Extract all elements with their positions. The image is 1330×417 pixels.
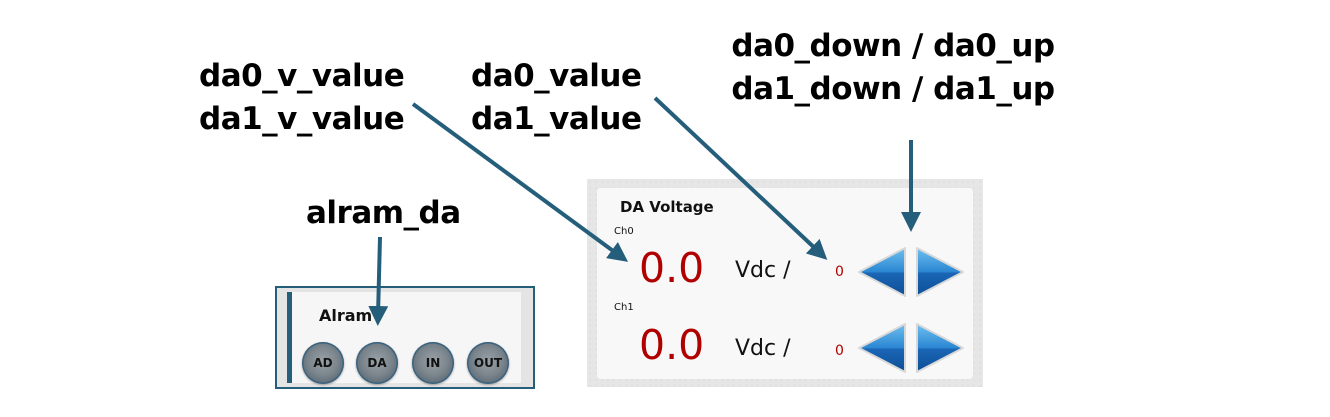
annotation-da0-buttons: da0_down / da0_up — [731, 28, 1055, 64]
da0-up-button[interactable] — [913, 246, 965, 298]
left-arrow-icon — [858, 323, 906, 373]
alarm-panel: Alram AD DA IN OUT — [275, 286, 535, 389]
alarm-ad-indicator[interactable]: AD — [302, 342, 344, 384]
alarm-panel-accent-bar — [287, 292, 292, 383]
annotation-da1-buttons: da1_down / da1_up — [731, 71, 1055, 107]
annotation-da1-value: da1_value — [471, 101, 642, 137]
right-arrow-icon — [916, 323, 964, 373]
da0-unit-label: Vdc / — [735, 258, 791, 283]
alarm-da-indicator[interactable]: DA — [356, 342, 398, 384]
da0-down-button[interactable] — [857, 246, 909, 298]
alarm-panel-title: Alram — [319, 306, 373, 325]
alarm-out-indicator[interactable]: OUT — [467, 342, 509, 384]
da1-unit-label: Vdc / — [735, 336, 791, 361]
alarm-in-indicator[interactable]: IN — [412, 342, 454, 384]
annotation-v-value: da0_v_value da1_v_value — [199, 55, 405, 141]
da1-down-button[interactable] — [857, 322, 909, 374]
alarm-panel-body: Alram AD DA IN OUT — [287, 292, 521, 384]
left-arrow-icon — [858, 247, 906, 297]
da-voltage-panel: DA Voltage Ch0 0.0 Vdc / 0 Ch1 0.0 Vdc /… — [587, 179, 983, 387]
da1-up-button[interactable] — [913, 322, 965, 374]
annotation-da1-v-value: da1_v_value — [199, 101, 405, 137]
da0-voltage-value: 0.0 — [639, 244, 705, 292]
annotation-da0-v-value: da0_v_value — [199, 58, 405, 94]
right-arrow-icon — [916, 247, 964, 297]
da-voltage-title: DA Voltage — [620, 198, 714, 216]
annotation-da0-value: da0_value — [471, 58, 642, 94]
annotation-alarm-da: alram_da — [306, 195, 461, 231]
annotation-buttons: da0_down / da0_up da1_down / da1_up — [718, 25, 1068, 111]
annotation-value: da0_value da1_value — [471, 55, 642, 141]
ch1-label: Ch1 — [614, 302, 634, 313]
da0-raw-value: 0 — [835, 264, 844, 280]
da1-raw-value: 0 — [835, 343, 844, 359]
da-voltage-panel-body: DA Voltage Ch0 0.0 Vdc / 0 Ch1 0.0 Vdc /… — [597, 188, 973, 379]
ch0-label: Ch0 — [614, 226, 634, 237]
da1-voltage-value: 0.0 — [639, 321, 705, 369]
